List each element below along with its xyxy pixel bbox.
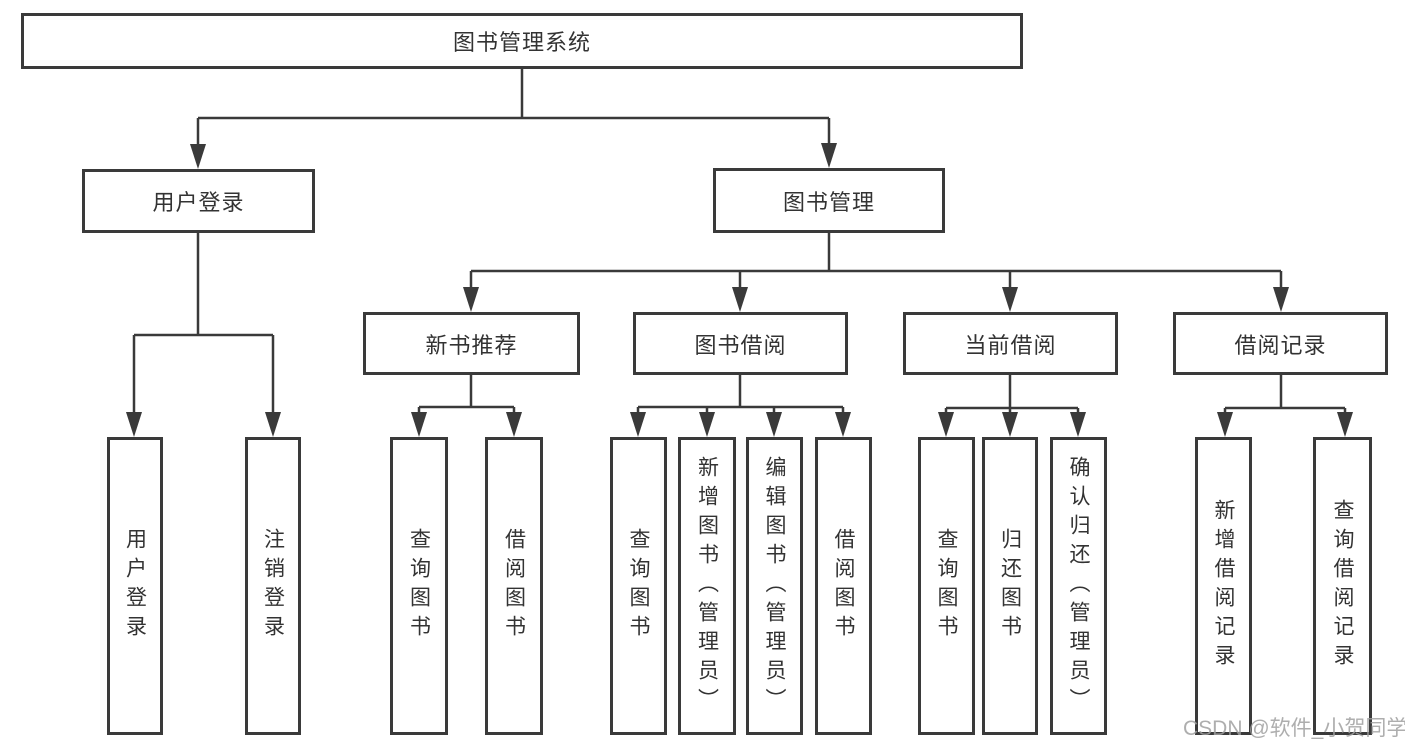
node-label: 图书管理系统 <box>452 30 591 55</box>
leaf-edit-books-admin: 编辑图书（管理员） <box>746 437 803 735</box>
leaf-label: 查询图书 <box>935 528 958 644</box>
leaf-add-borrow-record: 新增借阅记录 <box>1195 437 1252 735</box>
node-label: 新书推荐 <box>425 332 518 358</box>
leaf-label: 新增图书（管理员） <box>695 455 719 717</box>
leaf-label: 注销登录 <box>261 528 285 644</box>
leaf-logout: 注销登录 <box>245 437 301 735</box>
leaf-label: 归还图书 <box>998 528 1022 644</box>
node-borrowing-records: 借阅记录 <box>1173 312 1388 375</box>
leaf-borrow-books-recommend: 借阅图书 <box>485 437 543 735</box>
node-label: 图书管理 <box>782 189 875 215</box>
node-new-book-recommendation: 新书推荐 <box>363 312 580 375</box>
node-label: 当前借阅 <box>964 332 1057 358</box>
node-book-management: 图书管理 <box>713 168 945 233</box>
leaf-label: 查询借阅记录 <box>1331 499 1354 673</box>
leaf-user-login: 用户登录 <box>107 437 163 735</box>
node-label: 用户登录 <box>152 190 245 215</box>
leaf-label: 确认归还（管理员） <box>1067 455 1090 717</box>
leaf-label: 用户登录 <box>123 528 147 644</box>
leaf-borrow-books-borrowing: 借阅图书 <box>815 437 872 735</box>
leaf-add-books-admin: 新增图书（管理员） <box>678 437 736 735</box>
leaf-label: 编辑图书（管理员） <box>763 455 786 717</box>
leaf-confirm-return-admin: 确认归还（管理员） <box>1050 437 1107 735</box>
node-library-management-system: 图书管理系统 <box>21 13 1023 69</box>
leaf-label: 新增借阅记录 <box>1212 499 1235 673</box>
leaf-return-books: 归还图书 <box>982 437 1038 735</box>
arrowhead-group <box>126 143 1353 437</box>
node-user-login: 用户登录 <box>82 169 315 233</box>
node-label: 图书借阅 <box>694 332 787 358</box>
leaf-query-books-current: 查询图书 <box>918 437 975 735</box>
node-label: 借阅记录 <box>1234 332 1327 358</box>
leaf-label: 查询图书 <box>627 528 650 644</box>
csdn-watermark: CSDN @软件_小贺同学 <box>1183 717 1405 740</box>
leaf-label: 借阅图书 <box>502 528 526 644</box>
leaf-query-books-borrowing: 查询图书 <box>610 437 667 735</box>
leaf-query-books-recommend: 查询图书 <box>390 437 448 735</box>
leaf-label: 借阅图书 <box>832 528 855 644</box>
leaf-label: 查询图书 <box>407 528 431 644</box>
leaf-query-borrow-record: 查询借阅记录 <box>1313 437 1372 735</box>
node-current-borrowing: 当前借阅 <box>903 312 1118 375</box>
node-book-borrowing: 图书借阅 <box>633 312 848 375</box>
